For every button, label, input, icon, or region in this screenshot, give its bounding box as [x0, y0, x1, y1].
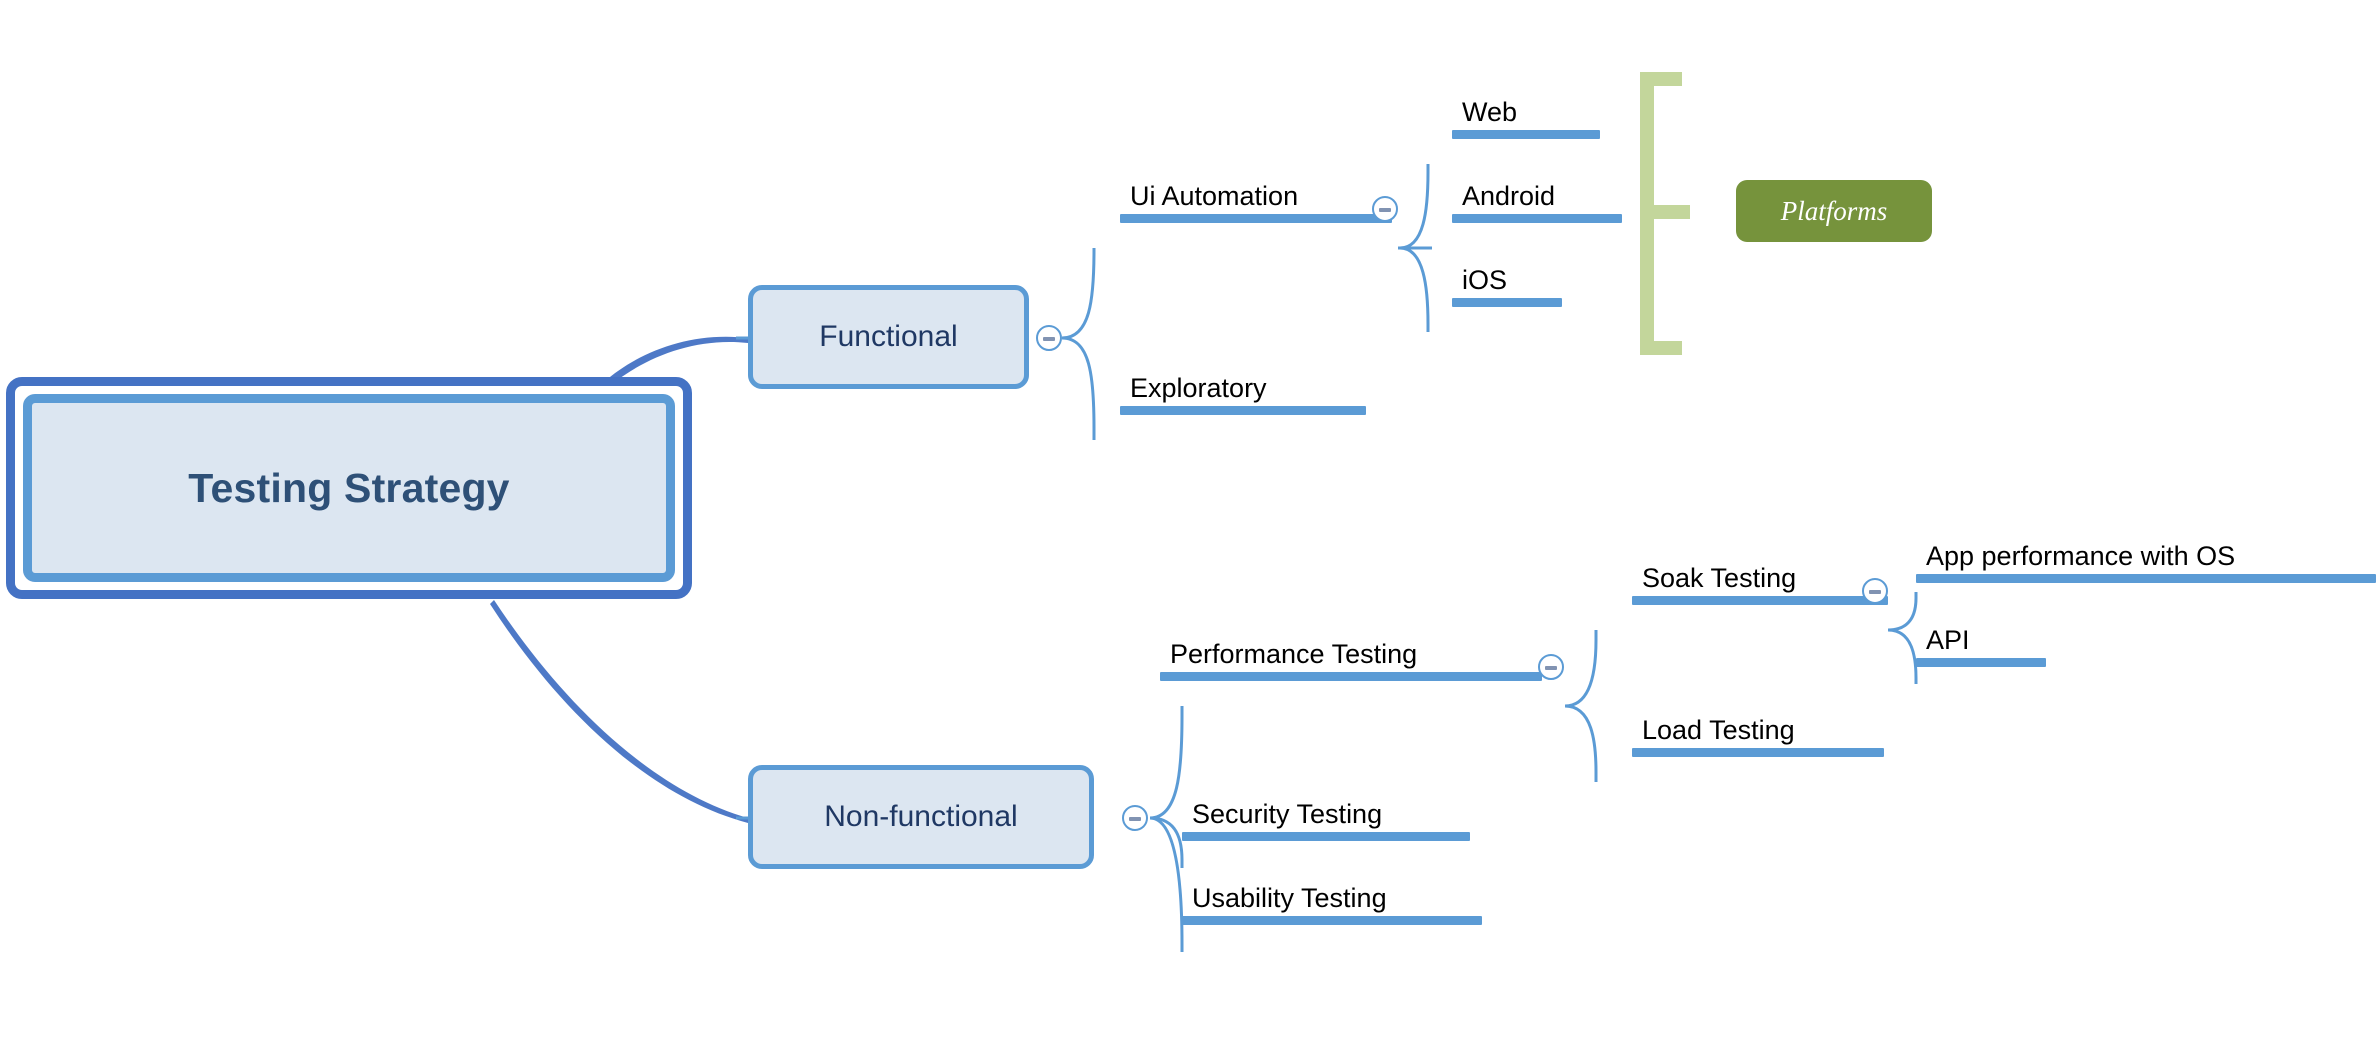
node-security-testing-label: Security Testing — [1192, 799, 1383, 829]
node-usability-testing[interactable]: Usability Testing — [1182, 883, 1482, 926]
node-ui-automation-underline — [1120, 214, 1392, 224]
node-api-label: API — [1926, 625, 1970, 655]
node-ui-automation[interactable]: Ui Automation — [1120, 181, 1392, 224]
node-soak-testing-underline — [1632, 596, 1888, 606]
node-android[interactable]: Android — [1452, 181, 1622, 224]
node-usability-testing-underline — [1182, 916, 1482, 926]
connector-uiautomation-ios — [1399, 246, 1430, 332]
node-functional[interactable]: Functional — [748, 285, 1029, 389]
connector-soak-api — [1887, 628, 1918, 684]
node-exploratory-underline — [1120, 406, 1366, 416]
node-web-label: Web — [1462, 97, 1518, 127]
node-load-testing-label: Load Testing — [1642, 715, 1795, 745]
node-app-performance-with-os-underline — [1916, 574, 2376, 584]
node-ios-underline — [1452, 298, 1562, 308]
node-security-testing-underline — [1182, 832, 1470, 842]
connector-functional-uiautomation — [1061, 248, 1096, 340]
node-exploratory-label: Exploratory — [1130, 373, 1267, 403]
connector-performance-soak — [1564, 630, 1598, 708]
connector-uiautomation-web — [1399, 164, 1430, 250]
node-app-performance-with-os-label: App performance with OS — [1926, 541, 2236, 571]
root-label: Testing Strategy — [188, 464, 510, 511]
node-exploratory[interactable]: Exploratory — [1120, 373, 1366, 416]
toggle-nonfunctional[interactable] — [1122, 805, 1148, 831]
node-ios[interactable]: iOS — [1452, 265, 1562, 308]
node-android-label: Android — [1462, 181, 1556, 211]
toggle-functional[interactable] — [1036, 325, 1062, 351]
node-api[interactable]: API — [1916, 625, 2046, 668]
node-performance-testing-label: Performance Testing — [1170, 639, 1418, 669]
toggle-performance-testing[interactable] — [1538, 654, 1564, 680]
root-node[interactable]: Testing Strategy — [6, 377, 692, 599]
node-performance-testing-underline — [1160, 672, 1542, 682]
toggle-soak-testing[interactable] — [1862, 578, 1888, 604]
connector-nonfunctional-security — [1149, 816, 1184, 868]
node-web[interactable]: Web — [1452, 97, 1600, 140]
node-soak-testing-label: Soak Testing — [1642, 563, 1797, 593]
connector-performance-load — [1564, 704, 1598, 782]
node-usability-testing-label: Usability Testing — [1192, 883, 1387, 913]
node-soak-testing[interactable]: Soak Testing — [1632, 563, 1888, 606]
tag-platforms-label: Platforms — [1780, 195, 1888, 226]
connector-nonfunctional-usability — [1149, 816, 1184, 952]
node-functional-label: Functional — [819, 320, 958, 353]
node-ios-label: iOS — [1462, 265, 1508, 295]
connector-root-nonfunctional — [490, 600, 748, 823]
node-api-underline — [1916, 658, 2046, 668]
connector-soak-appperf — [1887, 592, 1918, 632]
node-nonfunctional[interactable]: Non-functional — [748, 765, 1094, 869]
connector-nonfunctional-performance — [1149, 706, 1184, 820]
node-load-testing[interactable]: Load Testing — [1632, 715, 1884, 758]
platforms-bracket — [1640, 72, 1690, 355]
node-ui-automation-label: Ui Automation — [1130, 181, 1299, 211]
tag-platforms[interactable]: Platforms — [1736, 180, 1932, 242]
node-android-underline — [1452, 214, 1622, 224]
node-web-underline — [1452, 130, 1600, 140]
node-load-testing-underline — [1632, 748, 1884, 758]
node-app-performance-with-os[interactable]: App performance with OS — [1916, 541, 2376, 584]
node-nonfunctional-label: Non-functional — [824, 800, 1018, 833]
node-security-testing[interactable]: Security Testing — [1182, 799, 1470, 842]
node-performance-testing[interactable]: Performance Testing — [1160, 639, 1542, 682]
root-node-inner: Testing Strategy — [23, 394, 675, 582]
connector-functional-exploratory — [1061, 336, 1096, 440]
toggle-ui-automation[interactable] — [1372, 196, 1398, 222]
